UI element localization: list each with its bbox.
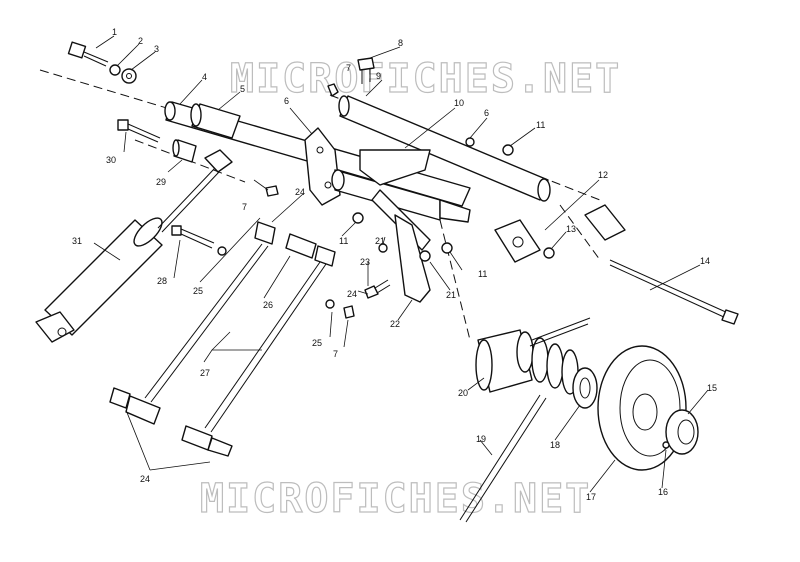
callout-7-bottom: 7 — [333, 349, 338, 359]
part-8-bolt — [357, 57, 375, 84]
callout-13: 13 — [566, 224, 576, 234]
callout-19: 19 — [476, 434, 486, 444]
part-2-washer — [109, 64, 121, 76]
axis-bracket — [559, 204, 601, 261]
callout-5: 5 — [240, 84, 245, 94]
part-1-bolt — [67, 41, 109, 67]
part-20-spring — [475, 317, 591, 395]
leader-lines — [93, 35, 709, 493]
callout-21-right: 21 — [446, 290, 456, 300]
callout-6-right: 6 — [484, 108, 489, 118]
part-16-setscrew — [662, 441, 670, 449]
callout-4: 4 — [202, 72, 207, 82]
part-15-hub — [665, 409, 699, 455]
callout-31: 31 — [72, 236, 82, 246]
callout-labels: 1 2 3 4 5 6 6 7 7 7 8 9 10 11 11 11 12 1… — [72, 27, 717, 502]
callout-24-mid: 24 — [347, 289, 357, 299]
callout-21-left: 21 — [375, 236, 385, 246]
part-3-washer — [121, 68, 137, 84]
callout-23: 23 — [360, 257, 370, 267]
callout-11-center: 11 — [339, 236, 348, 246]
callout-11-right: 11 — [536, 120, 545, 130]
part-11-nut-a — [502, 144, 514, 156]
part-13-washer — [543, 247, 555, 259]
callout-30: 30 — [106, 155, 116, 165]
callout-9: 9 — [376, 71, 381, 81]
part-11-nut-b — [352, 212, 364, 224]
callout-22: 22 — [390, 319, 400, 329]
watermark-top: MICROFICHES.NET — [230, 56, 621, 102]
callout-7-top: 7 — [346, 63, 351, 73]
part-6-fitting — [465, 137, 475, 147]
callout-24-bottom: 24 — [140, 474, 150, 484]
part-31-shock-absorber — [35, 149, 233, 343]
part-18-washer — [572, 367, 598, 409]
part-22-strap — [394, 214, 431, 303]
part-25-washer-a — [217, 246, 227, 256]
part-30-bolt — [117, 119, 161, 143]
callout-18: 18 — [550, 440, 560, 450]
part-12-block — [494, 219, 541, 263]
part-17-pulley — [597, 345, 687, 471]
part-27-rods — [144, 243, 327, 433]
part-19-rod — [459, 394, 547, 523]
part-23-bolt — [364, 279, 391, 299]
callout-2: 2 — [138, 36, 143, 46]
axis-spring — [439, 219, 471, 341]
part-6-side-plate — [304, 127, 341, 206]
part-9-shaft — [338, 95, 551, 202]
part-7-nut-top — [327, 83, 339, 97]
part-7-nut-left — [265, 185, 279, 197]
callout-16: 16 — [658, 487, 668, 497]
part-11-nut-c — [441, 242, 453, 254]
callout-11-lower: 11 — [478, 269, 487, 279]
callout-14: 14 — [700, 256, 710, 266]
callout-1: 1 — [112, 27, 117, 37]
callout-12: 12 — [598, 170, 608, 180]
callout-25-left: 25 — [193, 286, 203, 296]
part-26-spacer — [285, 233, 317, 259]
callout-29: 29 — [156, 177, 166, 187]
part-29-bushing — [172, 139, 197, 163]
callout-26: 26 — [263, 300, 273, 310]
callout-3: 3 — [154, 44, 159, 54]
watermark-bottom: MICROFICHES.NET — [200, 476, 591, 522]
part-bracket — [584, 204, 626, 241]
part-24-end-bushings — [109, 387, 233, 457]
callout-24-top: 24 — [295, 187, 305, 197]
callout-17: 17 — [586, 492, 596, 502]
callout-25-bottom: 25 — [312, 338, 322, 348]
callout-15: 15 — [707, 383, 717, 393]
part-24-spacer — [254, 221, 276, 245]
part-21-washer-b — [419, 250, 431, 262]
callout-28: 28 — [157, 276, 167, 286]
part-24-spacer-b — [314, 245, 336, 267]
callout-7-left: 7 — [242, 202, 247, 212]
callout-10: 10 — [454, 98, 464, 108]
callout-27: 27 — [200, 368, 210, 378]
callout-8: 8 — [398, 38, 403, 48]
part-25-washer-b — [325, 299, 335, 309]
part-7-nut-bottom — [343, 305, 355, 319]
callout-6-left: 6 — [284, 96, 289, 106]
part-14-long-bolt — [609, 259, 739, 325]
callout-20: 20 — [458, 388, 468, 398]
part-28-bolt — [171, 225, 215, 249]
